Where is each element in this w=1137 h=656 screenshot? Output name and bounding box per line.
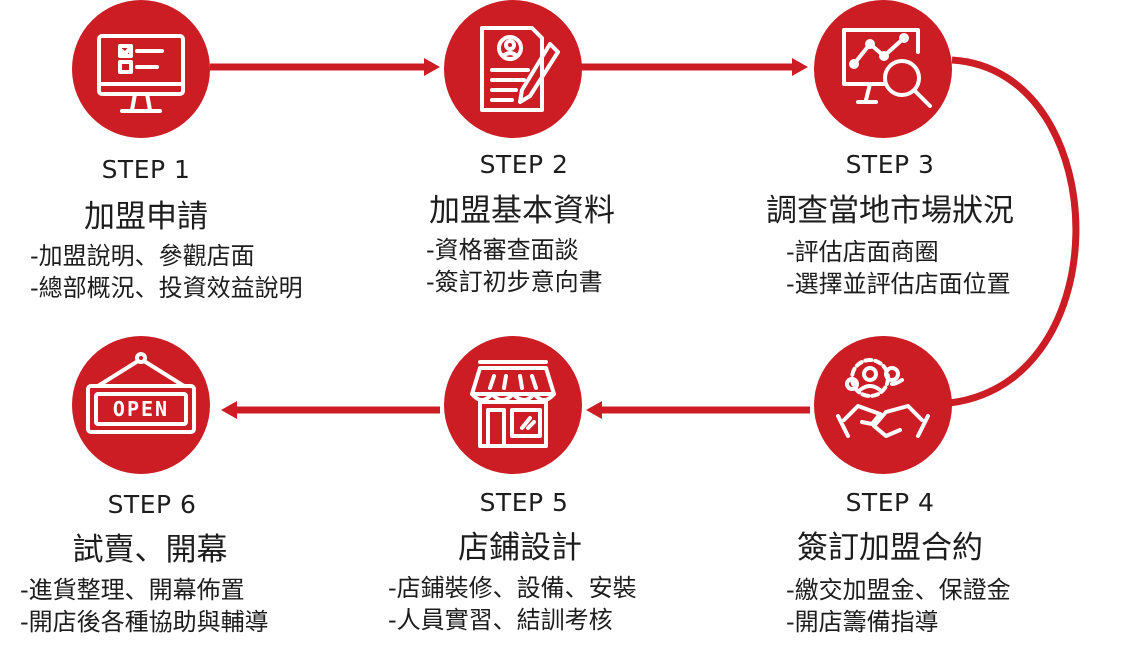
step-4-items: -繳交加盟金、保證金 -開店籌備指導 <box>786 574 1011 638</box>
step-5-items: -店鋪裝修、設備、安裝 -人員實習、結訓考核 <box>388 572 637 636</box>
step-2-item: -資格審查面談 <box>426 236 579 264</box>
step-2-label: STEP 2 <box>479 150 569 179</box>
step-4-circle <box>814 336 952 474</box>
step-2-title: 加盟基本資料 <box>429 193 615 229</box>
step-3-items: -評估店面商圈 -選擇並評估店面位置 <box>786 236 1011 300</box>
step-2-item: -簽訂初步意向書 <box>426 268 603 296</box>
step-5-circle <box>444 336 582 474</box>
open-sign-icon: OPEN <box>86 352 196 434</box>
step-6-item: -開店後各種協助與輔導 <box>20 608 269 636</box>
step-5-label: STEP 5 <box>479 488 569 517</box>
step-6-item: -進貨整理、開幕佈置 <box>20 576 245 604</box>
step-5-item: -人員實習、結訓考核 <box>388 606 613 634</box>
step-1-items: -加盟說明、參觀店面 -總部概況、投資效益說明 <box>30 240 303 304</box>
step-1-title: 加盟申請 <box>84 199 208 235</box>
step-5-item: -店鋪裝修、設備、安裝 <box>388 574 637 602</box>
step-1-circle <box>72 0 210 138</box>
step-3-item: -選擇並評估店面位置 <box>786 270 1011 298</box>
arrowhead-2-3 <box>792 58 808 76</box>
step-3-label: STEP 3 <box>845 150 935 179</box>
step-6-label: STEP 6 <box>107 490 197 519</box>
storefront-icon <box>470 360 556 448</box>
step-4-title: 簽訂加盟合約 <box>797 530 983 566</box>
handshake-team-icon <box>836 358 930 438</box>
step-4-item: -繳交加盟金、保證金 <box>786 576 1011 604</box>
step-3-title: 調查當地市場狀況 <box>766 193 1014 229</box>
step-6-title: 試賣、開幕 <box>72 532 228 568</box>
step-3-circle <box>814 0 952 138</box>
step-1-item: -加盟說明、參觀店面 <box>30 242 255 270</box>
computer-checklist-icon <box>97 34 185 113</box>
step-5-title: 店鋪設計 <box>458 530 582 566</box>
step-4-label: STEP 4 <box>845 488 935 517</box>
arrowhead-5-6 <box>221 401 237 419</box>
arrowhead-4-5 <box>586 401 602 419</box>
step-1-item: -總部概況、投資效益說明 <box>30 274 303 302</box>
step-1-label: STEP 1 <box>101 155 191 184</box>
connector-3-4 <box>934 56 1080 408</box>
step-4-item: -開店籌備指導 <box>786 608 939 636</box>
document-pen-icon <box>480 26 560 112</box>
step-6-items: -進貨整理、開幕佈置 -開店後各種協助與輔導 <box>20 574 269 638</box>
arrowhead-1-2 <box>424 58 440 76</box>
step-6-circle: OPEN <box>72 336 210 474</box>
open-sign-text: OPEN <box>113 397 169 421</box>
step-2-circle <box>444 0 582 138</box>
step-2-items: -資格審查面談 -簽訂初步意向書 <box>426 234 603 298</box>
step-3-item: -評估店面商圈 <box>786 238 939 266</box>
chart-magnifier-icon <box>842 28 932 108</box>
